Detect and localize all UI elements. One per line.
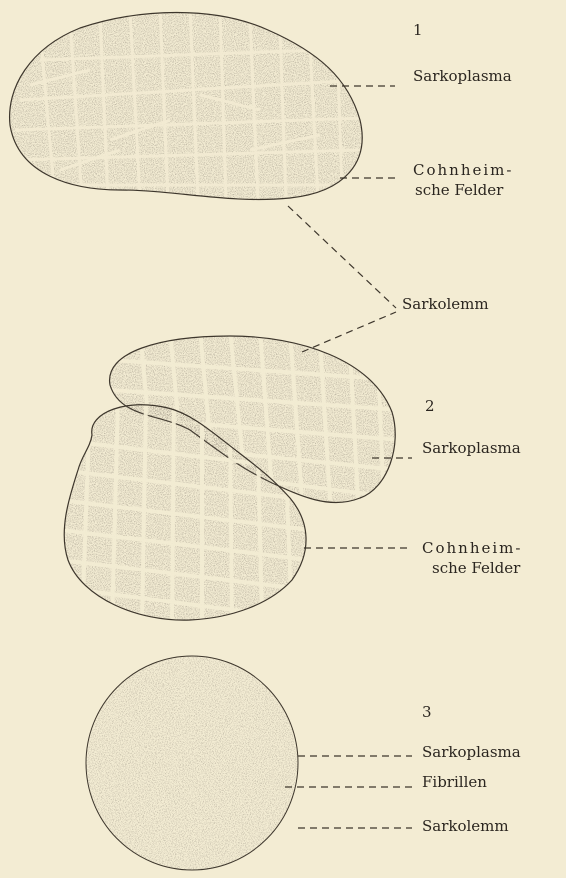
fiber-1-outline: [10, 13, 363, 200]
section-1-cohnheim-label-line1: Cohnheim-: [413, 162, 513, 179]
cross-section-1: [10, 8, 365, 200]
section-3-sarkoplasma-label: Sarkoplasma: [422, 744, 521, 761]
section-2-cohnheim-label-line2: sche Felder: [432, 560, 520, 577]
sarkolemm-label: Sarkolemm: [402, 296, 489, 313]
fiber-3-outline: [86, 656, 298, 870]
section-1-number: 1: [413, 22, 423, 39]
cross-section-3: [86, 656, 298, 870]
section-2-sarkoplasma-label: Sarkoplasma: [422, 440, 521, 457]
section-2-number: 2: [425, 398, 435, 415]
section-3-number: 3: [422, 704, 432, 721]
section-1-sarkoplasma-label: Sarkoplasma: [413, 68, 512, 85]
section-3-sarkolemm-label: Sarkolemm: [422, 818, 509, 835]
section-2-cohnheim-label-line1: Cohnheim-: [422, 540, 522, 557]
section-1-cohnheim-label-line2: sche Felder: [415, 182, 503, 199]
cross-section-2: [60, 330, 400, 625]
section-3-fibrillen-label: Fibrillen: [422, 774, 487, 791]
